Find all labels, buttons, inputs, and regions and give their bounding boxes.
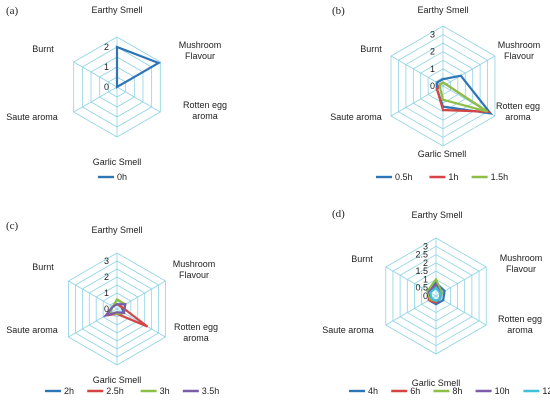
axis-label: Saute aroma — [6, 112, 58, 122]
axis-label: Burnt — [32, 44, 54, 54]
tick-label: 2 — [430, 47, 435, 57]
legend-label: 12h — [542, 386, 550, 396]
axis-label: Burnt — [32, 262, 54, 272]
axis-label: Saute aroma — [330, 112, 382, 122]
tick-label: 2.5 — [415, 250, 428, 260]
legend-label: 3h — [160, 386, 170, 396]
series-12h — [429, 286, 442, 303]
legend-label: 2.5h — [106, 386, 124, 396]
legend-label: 2h — [64, 386, 74, 396]
spoke — [73, 61, 118, 88]
series-3.5h — [102, 303, 127, 318]
axis-label: Garlic Smell — [93, 375, 142, 385]
spoke — [390, 85, 444, 117]
spoke — [435, 295, 487, 326]
tick-label: 0 — [104, 82, 109, 92]
tick-label: 2 — [423, 258, 428, 268]
legend-label: 10h — [495, 386, 510, 396]
legend-label: 4h — [368, 386, 378, 396]
panel-letter: (c) — [6, 220, 19, 232]
series-0h — [115, 45, 162, 89]
series-1.5h — [438, 81, 489, 113]
axis-label: Garlic Smell — [93, 157, 142, 167]
axis-label: Earthy Smell — [91, 5, 142, 15]
tick-label: 3 — [430, 30, 435, 40]
tick-label: 3 — [423, 241, 428, 251]
axis-label: Earthy Smell — [411, 210, 462, 220]
panel-letter: (b) — [332, 5, 345, 17]
panel-letter: (a) — [6, 5, 19, 17]
axis-label: Garlic Smell — [412, 378, 461, 388]
tick-label: 0.5 — [415, 283, 428, 293]
spoke — [442, 55, 496, 87]
axis-label: Saute aroma — [6, 325, 58, 335]
legend-label: 6h — [410, 386, 420, 396]
spoke — [68, 280, 118, 310]
tick-label: 1 — [104, 62, 109, 72]
axis-label: Garlic Smell — [418, 149, 467, 159]
axis-label: Saute aroma — [322, 325, 374, 335]
axis-label: Burnt — [360, 44, 382, 54]
tick-label: 2 — [104, 42, 109, 52]
tick-label: 0 — [423, 291, 428, 301]
legend-label: 3.5h — [202, 386, 220, 396]
spoke — [73, 86, 118, 113]
axis-label: Earthy Smell — [417, 5, 468, 15]
tick-label: 2 — [104, 272, 109, 282]
tick-label: 0 — [104, 304, 109, 314]
legend-label: 1.5h — [491, 172, 509, 182]
legend-label: 0.5h — [395, 172, 413, 182]
tick-label: 1 — [104, 288, 109, 298]
spoke — [390, 55, 444, 87]
legend-label: 0h — [117, 172, 127, 182]
legend-label: 8h — [452, 386, 462, 396]
panel-letter: (d) — [332, 208, 345, 220]
tick-label: 0 — [430, 81, 435, 91]
tick-label: 1.5 — [415, 266, 428, 276]
axis-label: Burnt — [351, 254, 373, 264]
spoke — [116, 86, 161, 113]
axis-label: Earthy Smell — [91, 225, 142, 235]
legend-label: 1h — [448, 172, 458, 182]
tick-label: 1 — [430, 64, 435, 74]
tick-label: 1 — [423, 274, 428, 284]
tick-label: 3 — [104, 256, 109, 266]
